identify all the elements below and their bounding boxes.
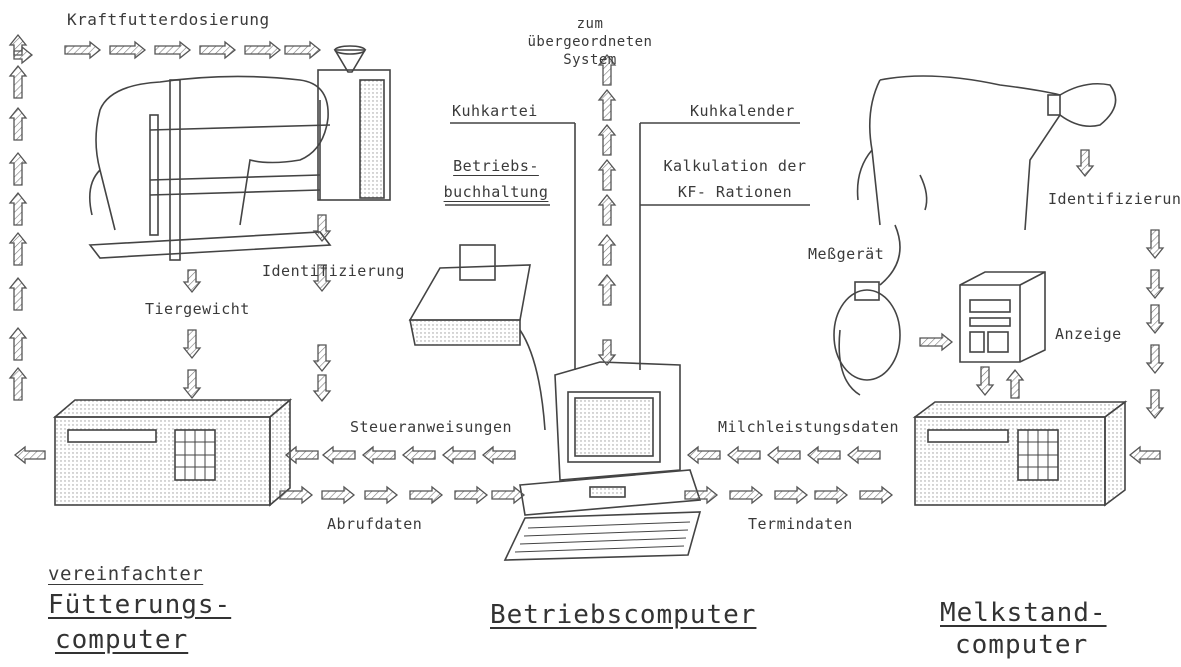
arrow-shape — [314, 215, 330, 241]
arrow-shape — [365, 487, 397, 503]
terminal-illustration — [505, 362, 700, 560]
arrow-shape — [10, 153, 26, 185]
arrow-shape — [599, 90, 615, 120]
arrow-shape — [1130, 447, 1160, 463]
arrow-shape — [1147, 305, 1163, 333]
arrow-shape — [599, 275, 615, 305]
abrufdaten-label: Abrufdaten — [327, 515, 422, 533]
arrow-shape — [730, 487, 762, 503]
title-left-line2: Fütterungs- — [48, 590, 231, 620]
betriebsbuch-label: Betriebs- buchhaltung — [440, 153, 552, 205]
kuhkartei-label: Kuhkartei — [452, 102, 538, 120]
arrow-shape — [599, 125, 615, 155]
arrow-shape — [10, 108, 26, 140]
arrow-shape — [920, 334, 952, 350]
feeding-stall-illustration — [90, 46, 390, 260]
identifizierung-left-label: Identifizierung — [262, 262, 405, 280]
arrow-shape — [10, 193, 26, 225]
arrow-shape — [184, 330, 200, 358]
arrow-shape — [848, 447, 880, 463]
arrow-shape — [10, 328, 26, 360]
printer-illustration — [410, 245, 545, 430]
arrow-shape — [775, 487, 807, 503]
tiergewicht-label: Tiergewicht — [145, 300, 250, 318]
milking-computer-box — [915, 402, 1125, 505]
arrow-shape — [363, 447, 395, 463]
arrow-shape — [65, 42, 100, 58]
title-left-line1: vereinfachter — [48, 563, 203, 585]
arrow-shape — [455, 487, 487, 503]
arrow-shape — [410, 487, 442, 503]
arrow-shape — [155, 42, 190, 58]
arrow-shape — [184, 270, 200, 292]
arrow-shape — [815, 487, 847, 503]
title-right-line2: computer — [955, 630, 1088, 660]
arrow-shape — [1147, 270, 1163, 298]
system-label: zum übergeordneten System — [520, 15, 660, 69]
kuhkalender-label: Kuhkalender — [690, 102, 795, 120]
arrow-shape — [599, 195, 615, 225]
messgeraet-label: Meßgerät — [808, 245, 884, 263]
anzeige-label: Anzeige — [1055, 325, 1122, 343]
arrow-shape — [1007, 370, 1023, 398]
arrow-shape — [184, 370, 200, 398]
arrow-shape — [808, 447, 840, 463]
milchleistungsdaten-label: Milchleistungsdaten — [718, 418, 899, 436]
feeding-computer-box — [55, 400, 290, 505]
milking-illustration — [834, 76, 1116, 395]
arrow-shape — [688, 447, 720, 463]
arrow-shape — [1147, 345, 1163, 373]
identifizierung-right-label: Identifizierung — [1048, 190, 1181, 208]
arrow-shape — [15, 447, 45, 463]
arrow-shape — [10, 66, 26, 98]
arrow-shape — [10, 368, 26, 400]
arrow-shape — [1147, 230, 1163, 258]
arrow-shape — [10, 278, 26, 310]
arrow-shape — [285, 42, 320, 58]
steueranweisungen-label: Steueranweisungen — [350, 418, 512, 436]
arrow-shape — [860, 487, 892, 503]
arrow-shape — [10, 233, 26, 265]
arrow-shape — [599, 235, 615, 265]
arrow-shape — [314, 345, 330, 371]
arrow-shape — [443, 447, 475, 463]
kraftfutter-label: Kraftfutterdosierung — [67, 10, 270, 29]
arrow-shape — [728, 447, 760, 463]
arrow-shape — [977, 367, 993, 395]
arrow-shape — [1077, 150, 1093, 176]
arrow-shape — [768, 447, 800, 463]
arrow-shape — [245, 42, 280, 58]
arrow-shape — [492, 487, 524, 503]
arrow-shape — [483, 447, 515, 463]
title-right-line1: Melkstand- — [940, 598, 1107, 628]
arrow-shape — [110, 42, 145, 58]
arrow-shape — [403, 447, 435, 463]
arrow-shape — [1147, 390, 1163, 418]
termindaten-label: Termindaten — [748, 515, 853, 533]
arrow-shape — [314, 375, 330, 401]
title-center: Betriebscomputer — [490, 600, 756, 630]
arrow-shape — [323, 447, 355, 463]
arrow-shape — [200, 42, 235, 58]
arrow-shape — [322, 487, 354, 503]
title-left-line3: computer — [55, 625, 188, 655]
kalkulation-label: Kalkulation der KF- Rationen — [660, 153, 810, 205]
arrow-shape — [599, 160, 615, 190]
arrow-shape — [599, 340, 615, 365]
